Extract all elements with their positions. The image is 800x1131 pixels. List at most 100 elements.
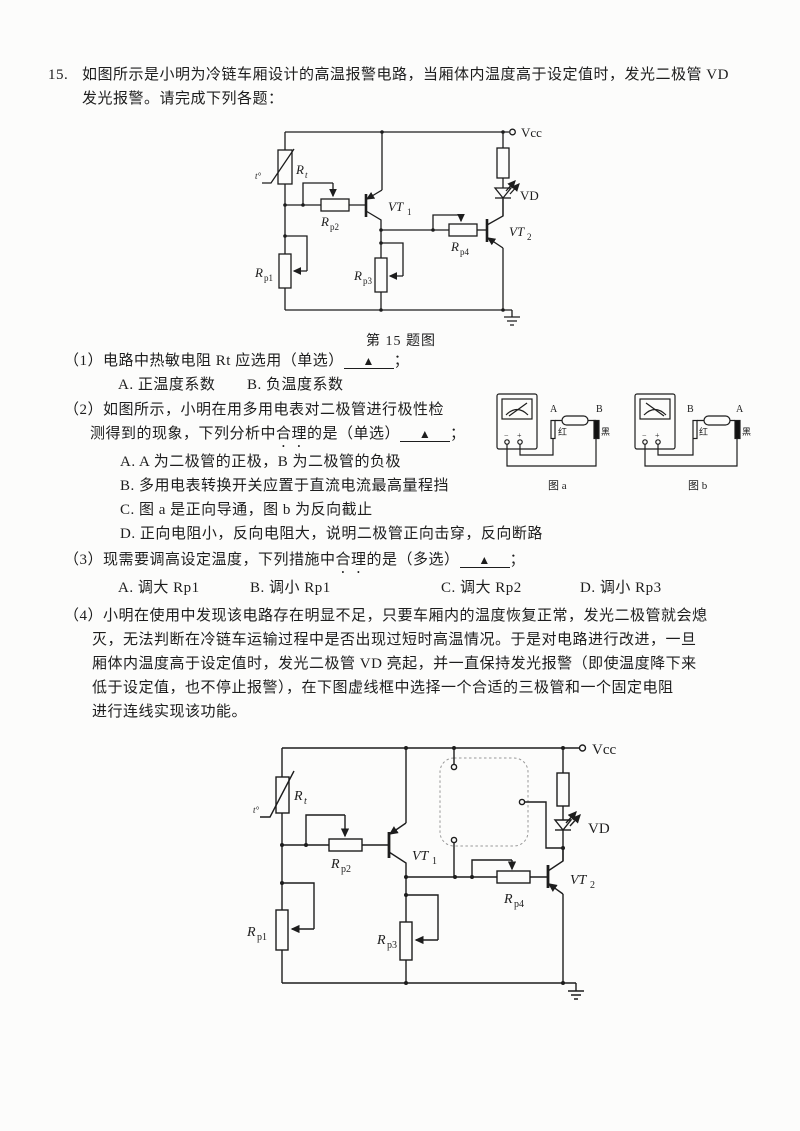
potentiometer-rp3 (399, 877, 439, 983)
diode-body-a (561, 415, 589, 426)
vt2-label: VT (570, 873, 588, 888)
q1-num: （1） (64, 353, 104, 369)
q1-stem: （1）电路中热敏电阻 Rt 应选用（单选）▲； (64, 352, 409, 371)
figure-b-label: 图 b (688, 479, 708, 492)
rt-label: R (293, 789, 303, 804)
q2-option-c: C. 图 a 是正向导通，图 b 为反向截止 (120, 502, 373, 518)
q2-num: （2） (64, 402, 104, 418)
vt2-label: VT (509, 224, 525, 239)
q3-tail: ； (509, 552, 526, 568)
circuit-diagram-1: Vcc t° R t R p2 VT 1 R p4 R p3 R p1 VT 2… (254, 125, 542, 326)
rp4-sub: p4 (460, 247, 470, 257)
meter-b-terminal-left: B (687, 404, 694, 415)
red-probe-b (692, 419, 698, 440)
meter-b-terminal-right: A (736, 404, 744, 415)
ground-symbol (568, 983, 584, 1000)
multimeter-b (634, 393, 741, 467)
potentiometer-rp1 (275, 882, 315, 951)
q3-option-c: C. 调大 Rp2 (441, 580, 522, 596)
meter-b-red-label: 红 (699, 426, 708, 437)
q1-option-a: A. 正温度系数 (118, 377, 216, 393)
q2-option-b: B. 多用电表转换开关应置于直流电流最高量程挡 (120, 478, 450, 494)
ground-symbol (504, 310, 520, 326)
thermistor-rt (260, 770, 295, 818)
q1-option-b: B. 负温度系数 (247, 377, 344, 393)
rp2-label: R (320, 214, 329, 229)
rp2-sub: p2 (330, 222, 339, 232)
q2-option-a: A. A 为二极管的正极，B 为二极管的负极 (120, 454, 402, 470)
rp1-label: R (254, 265, 263, 280)
rp3-label: R (376, 933, 386, 948)
meter-b-plus: + (655, 431, 660, 440)
q3-text-b: 的是（多选） (366, 552, 460, 568)
figure-a-label: 图 a (548, 479, 567, 492)
transistor-vt2 (485, 199, 504, 310)
q3-num: （3） (64, 552, 104, 568)
thermistor-rt (262, 148, 295, 185)
tdeg-label: t° (255, 171, 262, 181)
q4-line-3: 厢体内温度高于设定值时，发光二极管 VD 亮起，并一直保持发光报警（即使温度降下… (92, 656, 697, 672)
dashed-selection-box (439, 748, 563, 877)
q2-line-2: 测得到的现象，下列分析中合理的是（单选）▲； (90, 425, 466, 451)
q1-text: 电路中热敏电阻 Rt 应选用（单选） (103, 353, 344, 369)
rp3-sub: p3 (387, 940, 397, 951)
meter-b-black-label: 黑 (742, 427, 751, 437)
q2-tail: ； (450, 426, 466, 442)
q4-line-2: 灭，无法判断在冷链车运输过程中是否出现过短时高温情况。于是对电路进行改进，一旦 (92, 632, 697, 648)
meter-a-red-label: 红 (558, 426, 567, 437)
potentiometer-rp2 (302, 182, 350, 212)
meter-a-plus: + (517, 431, 522, 440)
rp1-sub: p1 (257, 932, 267, 943)
potentiometer-rp2 (305, 814, 363, 852)
q2-answer-blank: ▲ (400, 427, 451, 442)
multimeter-a (496, 393, 600, 467)
meter-b-minus: − (642, 431, 647, 440)
junction-dots (280, 746, 565, 985)
q3-option-b: B. 调小 Rp1 (250, 580, 331, 596)
vcc-terminal (509, 128, 516, 136)
question-number: 15. (48, 67, 69, 83)
q4-num: （4） (64, 608, 104, 624)
vd-label: VD (588, 821, 610, 837)
q3-text-a: 现需要调高设定温度，下列措施中 (103, 552, 336, 568)
vt2-sub: 2 (590, 880, 595, 891)
rt-sub: t (305, 170, 308, 180)
led-vd (493, 180, 520, 216)
vt2-sub: 2 (527, 232, 532, 242)
meter-a-black-label: 黑 (601, 427, 610, 437)
black-probe-b (734, 419, 741, 440)
transistor-vt2 (546, 848, 564, 983)
q2-text-2a: 测得到的现象，下列分析中 (90, 426, 277, 442)
q3-emphasis: 合理 (335, 552, 367, 568)
q4-line-1: （4）小明在使用中发现该电路存在明显不足，只要车厢内的温度恢复正常，发光二极管就… (64, 607, 708, 626)
rp2-label: R (330, 857, 340, 872)
box-terminal-right (518, 798, 526, 806)
meter-a-terminal-right: B (596, 404, 603, 415)
diode-body-b (703, 415, 731, 426)
meter-a-minus: − (504, 431, 509, 440)
vcc-label: Vcc (521, 125, 542, 140)
circuit-diagram-2: Vcc t° R t R p2 VT 1 R p4 R p3 R p1 VT 2… (246, 742, 616, 1000)
meter-a-terminal-left: A (550, 404, 558, 415)
red-probe-a (550, 419, 556, 440)
vd-label: VD (520, 188, 539, 203)
needle-a (508, 402, 528, 417)
rp2-sub: p2 (341, 864, 351, 875)
vt1-sub: 1 (407, 207, 412, 217)
rp1-label: R (246, 925, 256, 940)
figure1-caption: 第 15 题图 (366, 334, 436, 349)
vcc-terminal (578, 744, 587, 752)
vt1-label: VT (388, 199, 404, 214)
needle-b (645, 402, 665, 417)
rp1-sub: p1 (264, 273, 273, 283)
q3-option-d: D. 调小 Rp3 (580, 580, 662, 596)
transistor-vt1 (364, 132, 383, 230)
intro-line-2: 发光报警。请完成下列各题： (82, 91, 284, 107)
rp3-sub: p3 (363, 276, 373, 286)
rp3-label: R (353, 268, 362, 283)
intro-line-1: 如图所示是小明为冷链车厢设计的高温报警电路，当厢体内温度高于设定值时，发光二极管… (82, 67, 729, 83)
rp4-label: R (450, 239, 459, 254)
vt1-sub: 1 (432, 856, 437, 867)
q2-text-1: 如图所示，小明在用多用电表对二极管进行极性检 (103, 402, 445, 418)
